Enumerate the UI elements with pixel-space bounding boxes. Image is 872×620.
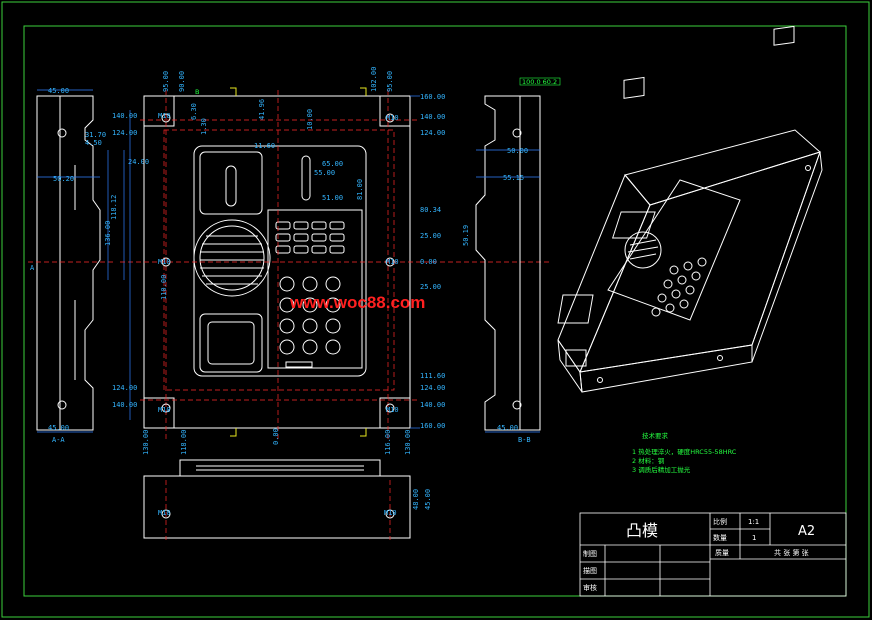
section-view-b: 50.00 55.15 50.19 45.00 B-B 100.0 60.2 — [462, 77, 561, 444]
qty-label: 数量 — [713, 533, 727, 542]
weight-label: 质量 — [715, 548, 729, 557]
dim-text: 65.00 — [322, 160, 343, 168]
hole-callout: M10 — [158, 258, 171, 266]
section-view-a: 45.00 31.70 4.50 50.20 118.12 136.00 24.… — [28, 87, 149, 444]
hole-callout: M10 — [158, 406, 171, 414]
arrow-label-a: A — [30, 264, 35, 272]
dim-text: 0.00 — [272, 428, 280, 445]
dim-text: 25.00 — [420, 232, 441, 240]
dim-text: 95.00 — [162, 71, 170, 92]
section-label-b: B-B — [518, 436, 531, 444]
dim-text: 160.00 — [420, 422, 445, 430]
title-block — [579, 512, 847, 597]
dim-text: 116.00 — [384, 430, 392, 455]
dim-text: 90.00 — [178, 71, 186, 92]
dim-text: 124.00 — [420, 129, 445, 137]
dim-text: 10.00 — [306, 109, 314, 130]
dim-text: 24.00 — [128, 158, 149, 166]
dim-text: 124.00 — [112, 129, 137, 137]
tag-box-text: 100.0 60.2 — [522, 78, 557, 86]
row-label-review: 审核 — [583, 583, 597, 592]
dim-text: 50.19 — [462, 225, 470, 246]
dim-text: 1.30 — [200, 118, 208, 135]
dim-text: 118.12 — [110, 195, 118, 220]
note-item: 2 材料：钢 — [632, 456, 665, 465]
scale-label: 比例 — [713, 517, 727, 526]
dim-text: 51.00 — [322, 194, 343, 202]
dim-text: 130.00 — [404, 430, 412, 455]
dim-text: 4.50 — [85, 139, 102, 147]
note-item: 3 调质后精加工抛光 — [632, 465, 691, 474]
dim-text: 118.00 — [180, 430, 188, 455]
dim-text: 110.00 — [160, 275, 168, 300]
dim-text: 50.00 — [507, 147, 528, 155]
axis-label-b: B — [195, 88, 199, 96]
hole-callout: M10 — [386, 406, 399, 414]
dim-text: 0.00 — [420, 258, 437, 266]
dim-text: 102.00 — [370, 67, 378, 92]
qty-value: 1 — [752, 534, 756, 542]
dim-text: 140.00 — [420, 113, 445, 121]
dim-text: 136.00 — [104, 221, 112, 246]
dim-text: 55.00 — [314, 169, 335, 177]
dim-text: 50.20 — [53, 175, 74, 183]
dim-text: 25.00 — [420, 283, 441, 291]
dim-text: 41.96 — [258, 99, 266, 120]
dim-text: 55.15 — [503, 174, 524, 182]
isometric-view — [557, 25, 823, 393]
dim-text: 45.00 — [48, 87, 69, 95]
dim-text: 6.30 — [190, 103, 198, 120]
dim-text: 80.34 — [420, 206, 441, 214]
dim-text: 81.00 — [356, 179, 364, 200]
sheet-info: 共 张 第 张 — [774, 548, 809, 557]
dim-text: 48.00 — [412, 489, 420, 510]
dim-text: 45.00 — [48, 424, 69, 432]
dim-text: 111.60 — [420, 372, 445, 380]
iso-keys — [651, 257, 707, 317]
dim-text: 45.00 — [497, 424, 518, 432]
technical-notes: 技术要求 1 热处理淬火，硬度HRC55-58HRC 2 材料：钢 3 调质后精… — [632, 431, 737, 474]
dim-text: 95.00 — [386, 71, 394, 92]
section-label-a: A-A — [52, 436, 65, 444]
part-name: 凸模 — [626, 521, 658, 540]
speaker-grille — [200, 235, 264, 285]
hole-callout: M10 — [386, 114, 399, 122]
dim-text: 124.00 — [112, 384, 137, 392]
row-label-draw: 制图 — [583, 549, 597, 558]
dim-text: 140.00 — [420, 401, 445, 409]
front-view: M10 M10 48.00 45.00 — [143, 459, 432, 540]
row-label-trace: 描图 — [583, 566, 597, 575]
scale-value: 1:1 — [748, 518, 759, 526]
hole-callout: M10 — [386, 258, 399, 266]
hole-callout: M10 — [158, 112, 171, 120]
notes-title: 技术要求 — [642, 431, 669, 440]
dim-text: 11.60 — [254, 142, 275, 150]
dim-text: 160.00 — [420, 93, 445, 101]
key-grid-small — [275, 221, 345, 254]
dim-text: 124.00 — [420, 384, 445, 392]
hole-callout: M10 — [158, 509, 171, 517]
inner-frame — [23, 25, 847, 597]
sheet-size: A2 — [798, 524, 815, 539]
dim-text: 45.00 — [424, 489, 432, 510]
hole-callout: M10 — [384, 509, 397, 517]
dim-text: 140.00 — [112, 112, 137, 120]
key-grid-round — [279, 276, 341, 355]
dim-text: 140.00 — [112, 401, 137, 409]
plan-view: M10 M10 M10 M10 M10 M10 B 140.00 124.00 … — [112, 67, 550, 455]
dim-text: 130.00 — [142, 430, 150, 455]
watermark-text: www.woc88.com — [289, 293, 425, 312]
note-item: 1 热处理淬火，硬度HRC55-58HRC — [632, 447, 737, 456]
dim-text: 31.70 — [85, 131, 106, 139]
